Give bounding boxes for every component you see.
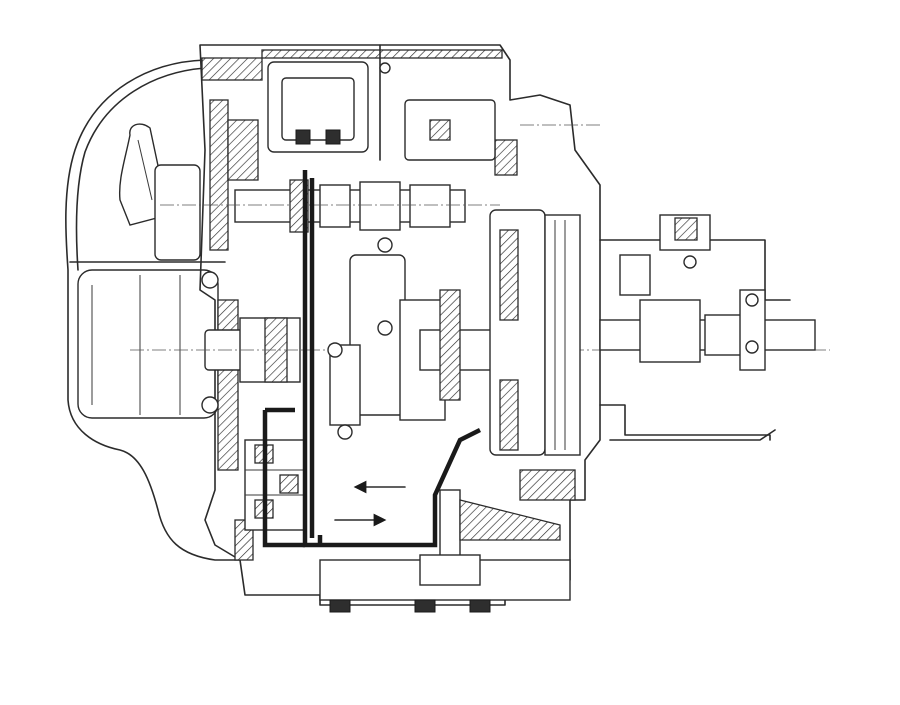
output-shaft (599, 214, 816, 441)
top-cover (267, 44, 600, 161)
air-intake-elbow (118, 123, 201, 261)
clutch-assembly (489, 209, 581, 456)
fasteners (201, 62, 759, 414)
oil-sump (319, 489, 571, 613)
crankshaft (130, 237, 830, 440)
generator-housing (69, 261, 226, 419)
camshaft (160, 179, 500, 233)
fan-shroud (65, 59, 241, 561)
oil-pump (244, 439, 306, 531)
oil-flow-arrows (334, 480, 406, 527)
oil-passages (262, 170, 482, 548)
